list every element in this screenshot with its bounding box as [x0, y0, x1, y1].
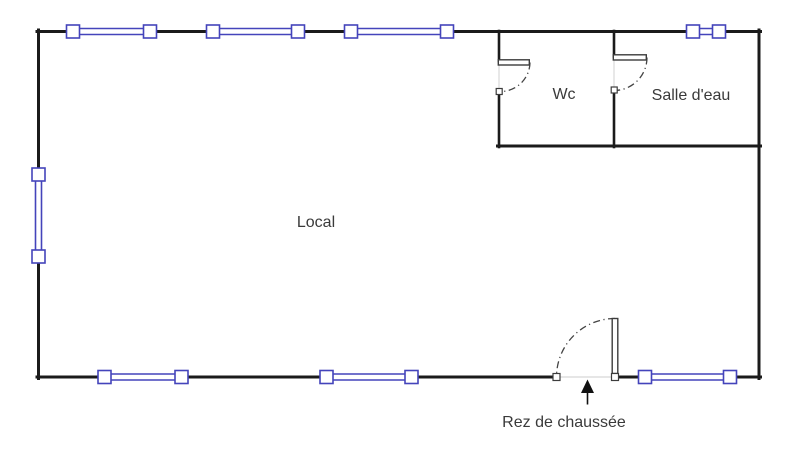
- window: [685, 24, 727, 39]
- door-leaf: [611, 317, 619, 375]
- door-swing-arc: [613, 57, 648, 92]
- entrance-label: Rez de chaussée: [502, 414, 626, 431]
- window: [637, 369, 738, 385]
- entrance-door: [552, 317, 620, 382]
- arrow-head-icon: [581, 379, 594, 393]
- window-endpost: [343, 24, 359, 39]
- window-endpost: [404, 369, 419, 385]
- window-endpost: [319, 369, 334, 385]
- window-endpost: [31, 249, 46, 264]
- window: [31, 167, 46, 264]
- room-label-wc: Wc: [552, 86, 575, 103]
- window-endpost: [142, 24, 158, 39]
- door-swing-arc: [555, 317, 616, 378]
- window: [205, 24, 306, 39]
- window: [343, 24, 455, 39]
- window-endpost: [65, 24, 81, 39]
- window-endpost: [439, 24, 455, 39]
- wc-door: [495, 59, 531, 96]
- window-endpost: [31, 167, 46, 182]
- window: [65, 24, 158, 39]
- door-leaf: [497, 59, 530, 66]
- door-leaf: [612, 54, 647, 61]
- room-label-salle-deau: Salle d'eau: [652, 87, 731, 104]
- windows: [31, 24, 738, 385]
- room-label-local: Local: [297, 214, 335, 231]
- door-jamb: [552, 372, 561, 382]
- door-jamb: [495, 87, 503, 96]
- window-endpost: [97, 369, 112, 385]
- entrance-arrow: [581, 379, 594, 405]
- window-endpost: [290, 24, 306, 39]
- window-endpost: [722, 369, 738, 385]
- door-jamb: [610, 86, 618, 94]
- window-endpost: [711, 24, 727, 39]
- door-jamb: [610, 372, 620, 382]
- window-endpost: [685, 24, 701, 39]
- interior-partitions: [496, 29, 762, 149]
- window-endpost: [174, 369, 189, 385]
- window-endpost: [637, 369, 653, 385]
- window: [319, 369, 419, 385]
- window: [97, 369, 189, 385]
- window-endpost: [205, 24, 221, 39]
- outer-walls: [35, 28, 762, 380]
- salle-deau-door: [610, 54, 648, 94]
- door-swing-arc: [500, 62, 531, 93]
